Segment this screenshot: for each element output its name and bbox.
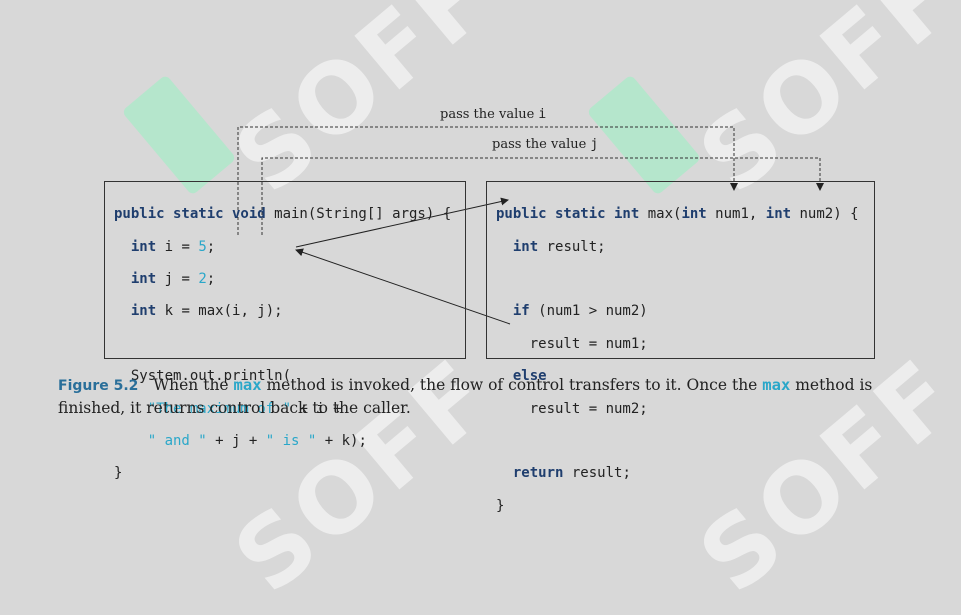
code-line: System.out.println( <box>130 368 292 385</box>
pass-j-arrow <box>261 157 824 235</box>
main-method-code: public static void main(String[] args) {… <box>114 190 451 498</box>
pass-value-i-label: pass the value i <box>440 107 547 122</box>
invoke-arrow <box>295 197 509 248</box>
code-line: else <box>512 368 547 385</box>
code-line <box>496 433 859 449</box>
code-line: int k = max(i, j); <box>130 303 283 320</box>
code-line: return result; <box>512 465 631 482</box>
code-line: } <box>114 465 123 482</box>
pass-value-j-label: pass the value j <box>492 137 599 152</box>
figure-label: Figure 5.2 <box>58 378 139 394</box>
code-line: result = num2; <box>529 400 648 417</box>
code-line: int j = 2; <box>130 271 216 288</box>
code-line: int result; <box>512 238 606 255</box>
code-line <box>496 271 859 287</box>
code-line <box>114 336 451 352</box>
max-method-code: public static int max(int num1, int num2… <box>496 190 859 530</box>
max-method-box <box>486 181 875 359</box>
code-line: "The maximum of " + i + <box>147 400 342 417</box>
return-arrow <box>295 248 511 325</box>
main-method-box <box>104 181 466 359</box>
code-line: " and " + j + " is " + k); <box>147 433 367 450</box>
code-line: } <box>496 497 505 514</box>
pass-i-arrow <box>237 126 738 235</box>
code-line: result = num1; <box>529 335 648 352</box>
code-line: if (num1 > num2) <box>512 303 648 320</box>
figure-caption: Figure 5.2 When the max method is invoke… <box>58 376 873 417</box>
code-line: int i = 5; <box>130 238 216 255</box>
flow-arrows <box>237 126 824 325</box>
code-line: public static int max(int num1, int num2… <box>496 206 859 223</box>
code-line: public static void main(String[] args) { <box>114 206 452 223</box>
